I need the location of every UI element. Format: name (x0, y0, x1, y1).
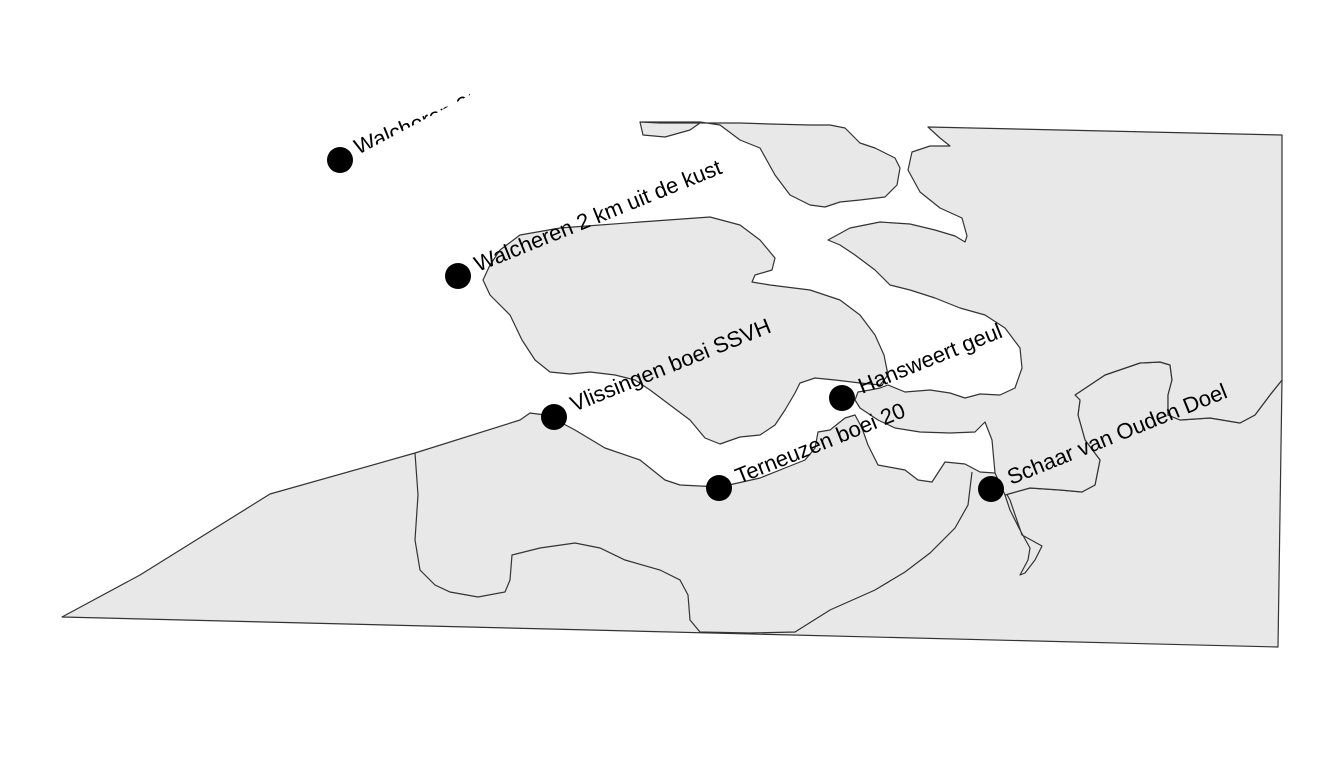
land-north-east (827, 126, 1283, 496)
station-dot-hansweert[interactable] (829, 385, 855, 411)
station-dot-vlissingen[interactable] (541, 404, 567, 430)
station-dot-walcheren-2km[interactable] (445, 263, 471, 289)
station-dot-terneuzen[interactable] (706, 475, 732, 501)
station-dot-schaar[interactable] (978, 476, 1004, 502)
station-dot-walcheren-20km[interactable] (327, 147, 353, 173)
land-walcheren-beveland (482, 216, 889, 445)
border-line-west (414, 452, 973, 634)
land-noord-beveland (639, 121, 901, 208)
station-label-walcheren-20km: Walcheren 20 km uit de kust (351, 33, 617, 160)
